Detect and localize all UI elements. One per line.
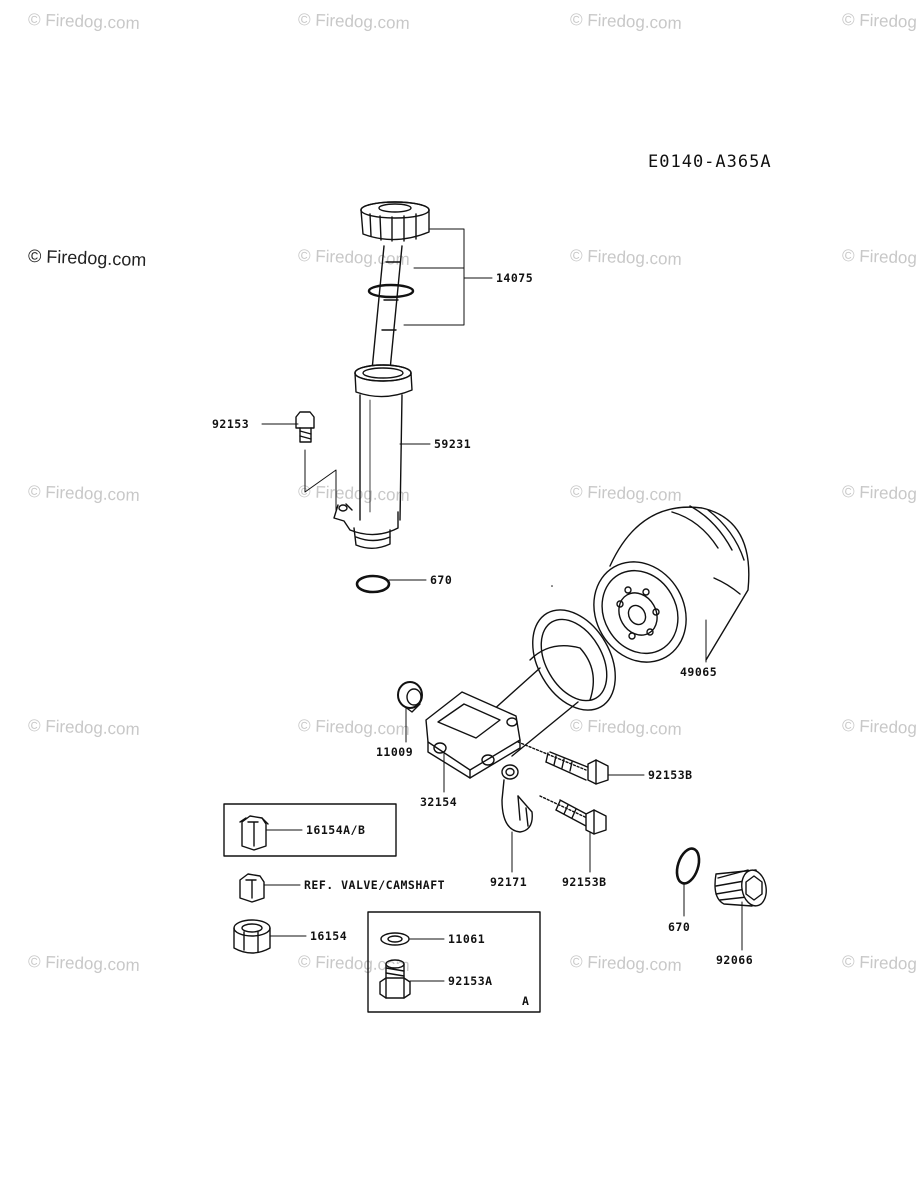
oil-filler-cap-icon[interactable]: [360, 201, 430, 371]
filler-tube-icon[interactable]: [333, 364, 413, 549]
box-a: [367, 911, 541, 1013]
filter-bracket-icon[interactable]: [425, 595, 632, 779]
label-ref-valve-camshaft[interactable]: REF. VALVE/CAMSHAFT: [304, 878, 446, 892]
label-16154[interactable]: 16154: [310, 929, 348, 943]
bolt-92153-icon[interactable]: [295, 411, 315, 443]
o-ring-670-icon[interactable]: [355, 574, 391, 594]
label-670-drain[interactable]: 670: [668, 920, 691, 934]
bolt-92153b-upper-icon[interactable]: [517, 741, 609, 785]
oil-pump-rotor-ab-icon[interactable]: [239, 815, 269, 851]
leader-lines: [261, 228, 743, 982]
seal-11009-icon[interactable]: [397, 681, 423, 713]
label-92066[interactable]: 92066: [716, 953, 754, 967]
label-16154ab[interactable]: 16154A/B: [306, 823, 366, 837]
washer-11061-icon[interactable]: [380, 932, 410, 946]
oil-pump-rotor-icon[interactable]: [233, 919, 271, 954]
box-a-tag: A: [522, 994, 530, 1008]
label-92153a[interactable]: 92153A: [448, 974, 493, 988]
label-14075[interactable]: 14075: [496, 271, 534, 285]
box-rotor-ab: [223, 803, 397, 857]
drain-plug-92066-icon[interactable]: [714, 868, 769, 908]
label-59231[interactable]: 59231: [434, 437, 472, 451]
label-11061[interactable]: 11061: [448, 932, 486, 946]
bolt-92153a-icon[interactable]: [379, 959, 411, 999]
label-92153b-lower[interactable]: 92153B: [562, 875, 607, 889]
diagram-code: E0140-A365A: [648, 152, 772, 172]
label-49065[interactable]: 49065: [680, 665, 718, 679]
label-92153b-upper[interactable]: 92153B: [648, 768, 693, 782]
bolt-92153b-lower-icon[interactable]: [539, 795, 607, 835]
label-92171[interactable]: 92171: [490, 875, 528, 889]
o-ring-670-drain-icon[interactable]: [673, 846, 703, 886]
label-92153[interactable]: 92153: [212, 417, 250, 431]
label-11009[interactable]: 11009: [376, 745, 414, 759]
label-32154[interactable]: 32154: [420, 795, 458, 809]
ref-valve-camshaft-icon[interactable]: [239, 873, 265, 903]
label-670-tube[interactable]: 670: [430, 573, 453, 587]
o-ring-cap-icon[interactable]: [367, 283, 415, 299]
oil-filter-icon[interactable]: [576, 505, 750, 679]
clamp-92171-icon[interactable]: [501, 764, 533, 833]
